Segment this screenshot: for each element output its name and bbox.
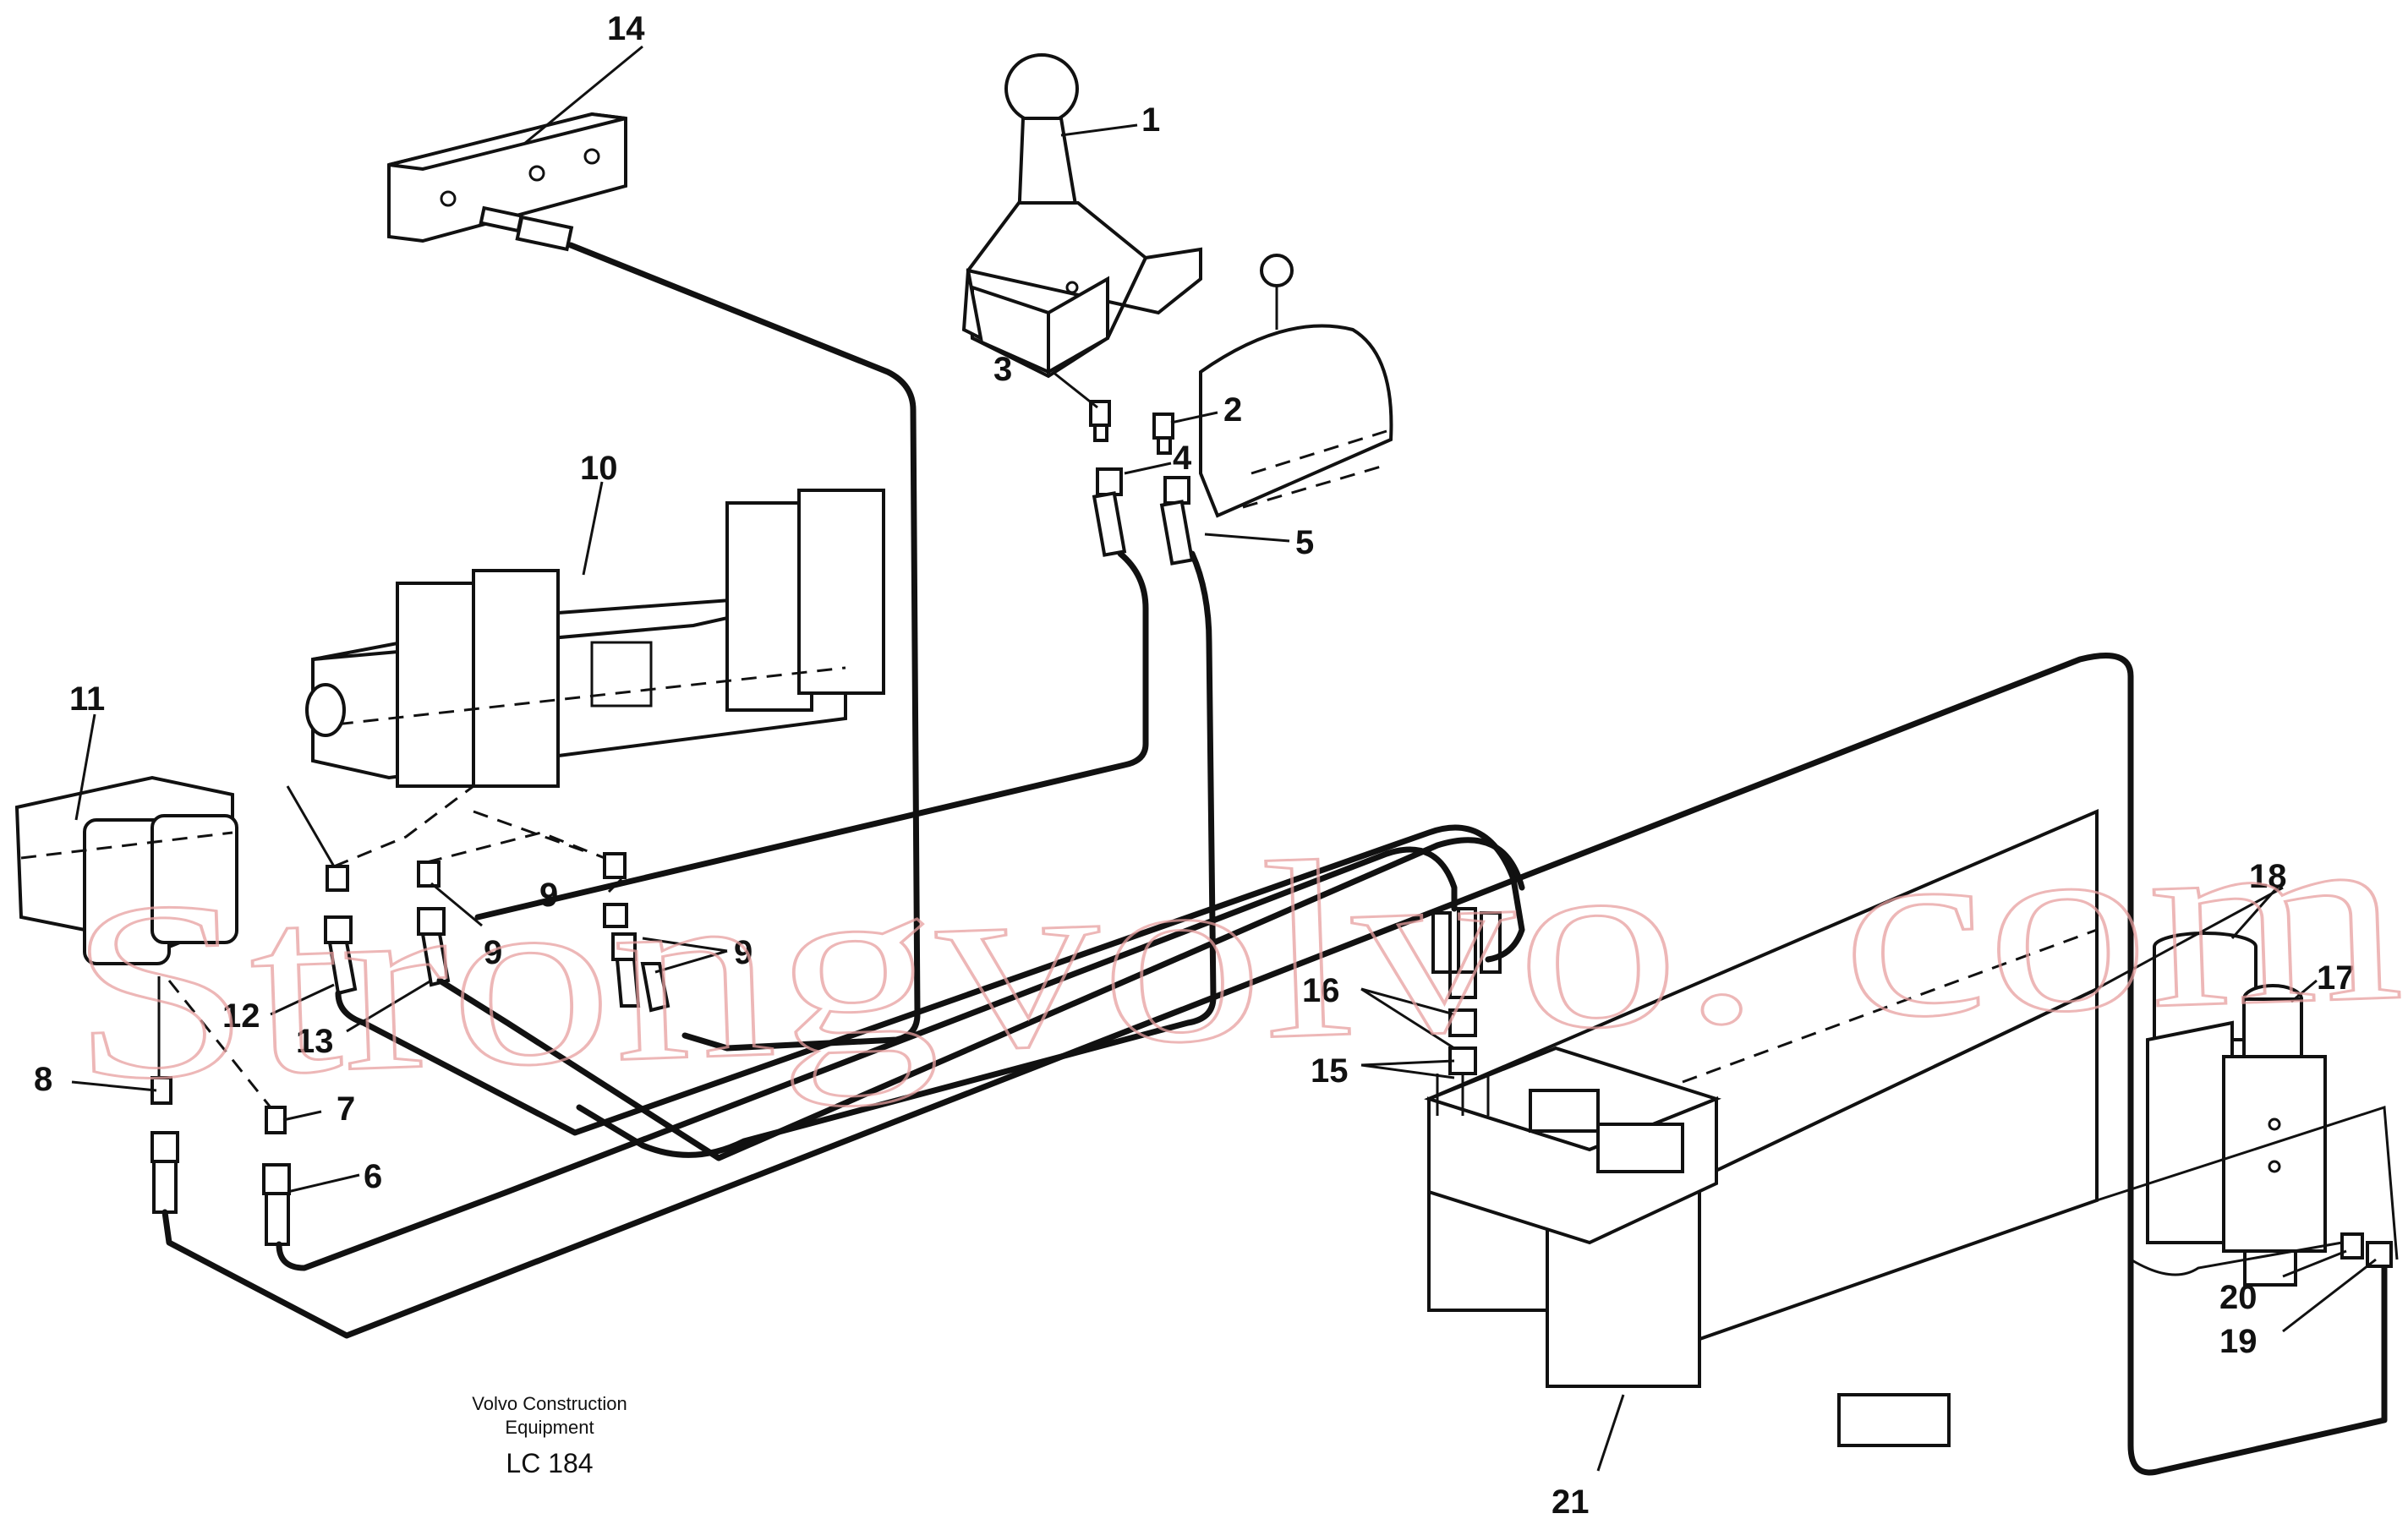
label-11: 11 [69, 680, 105, 718]
drawing-code: LC 184 [506, 1448, 593, 1478]
caption-block: Volvo Construction Equipment LC 184 [472, 1393, 627, 1478]
label-13: 13 [296, 1023, 334, 1060]
part-9-fittings [603, 852, 670, 1013]
label-17: 17 [2317, 959, 2355, 997]
label-2: 2 [1223, 391, 1242, 429]
label-10: 10 [580, 450, 618, 487]
part-17-valve [2222, 984, 2327, 1287]
caption-line-1: Volvo Construction [472, 1393, 627, 1414]
caption-line-2: Equipment [505, 1417, 594, 1438]
label-4: 4 [1173, 440, 1192, 477]
part-11-pilot-block [14, 775, 238, 965]
part-4-hose-ends [1092, 467, 1195, 566]
label-16: 16 [1302, 972, 1340, 1009]
label-19: 19 [2219, 1323, 2258, 1360]
label-6: 6 [364, 1158, 382, 1195]
hose-lines [157, 242, 2399, 1476]
label-14: 14 [607, 10, 645, 47]
part-6-hose-ends [150, 1131, 291, 1246]
label-21: 21 [1552, 1484, 1590, 1521]
label-18: 18 [2249, 858, 2287, 895]
part-3-fitting [1089, 400, 1111, 442]
part-13-fitting [417, 861, 451, 987]
leader-lines [71, 45, 2377, 1472]
part-18-accumulator [2146, 932, 2258, 1244]
part-10-control-valve [305, 489, 885, 788]
secondary-lever [1199, 254, 1393, 518]
label-9c: 9 [734, 934, 752, 971]
part-19-20-fittings [2340, 1232, 2393, 1268]
label-9a: 9 [539, 877, 558, 914]
label-5: 5 [1295, 524, 1314, 561]
label-12: 12 [222, 997, 260, 1035]
part-2-fitting [1152, 413, 1174, 455]
part-14-bracket [387, 112, 627, 243]
label-8: 8 [34, 1061, 52, 1098]
part-labels: 14 1 3 2 4 5 10 11 9 9 9 12 13 8 7 6 16 … [34, 10, 2355, 1521]
part-12-fitting [324, 865, 358, 996]
label-9b: 9 [484, 934, 502, 971]
part-1-joystick [961, 53, 1202, 379]
label-20: 20 [2219, 1279, 2258, 1316]
label-3: 3 [993, 351, 1012, 388]
label-1: 1 [1141, 101, 1160, 139]
part-21-tank [1424, 808, 2099, 1447]
part-14-fitting [479, 205, 574, 252]
label-7: 7 [337, 1090, 355, 1128]
label-15: 15 [1311, 1052, 1349, 1090]
